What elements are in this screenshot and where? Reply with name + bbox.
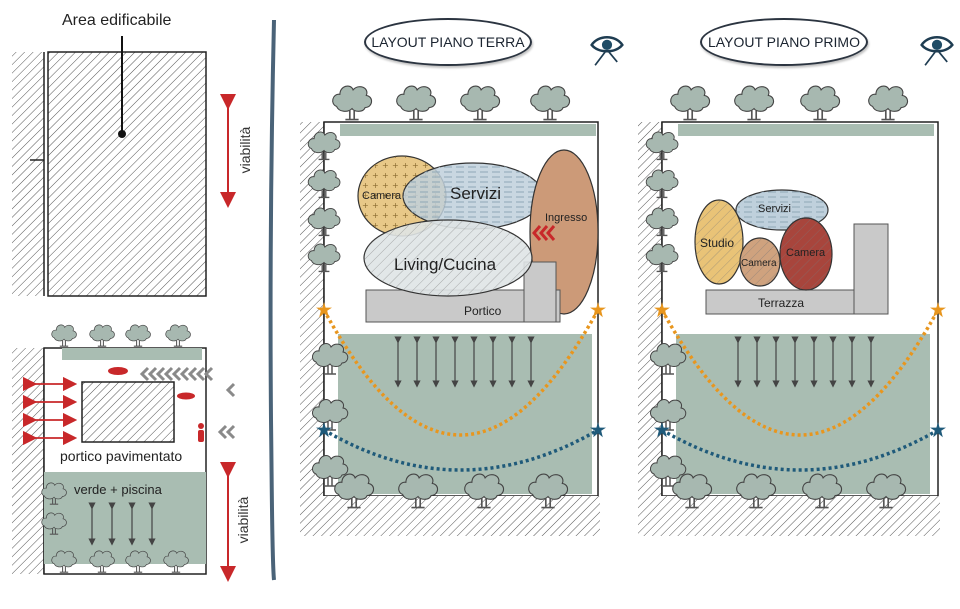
ground-floor-panel [300,35,624,536]
chevron-left-icon [139,366,236,440]
lateral-arrows [22,376,78,446]
terrace-block [705,289,863,315]
garden-area [338,334,592,494]
double-arrow-icon [394,336,535,388]
room-label-servizi-2: Servizi [758,203,792,215]
neighbor-hatch [12,52,44,296]
room-label-ingresso: Ingresso [545,212,588,224]
room-label-terrazza: Terrazza [758,296,805,310]
sun-path-winter [323,428,599,472]
eye-icon [590,35,624,67]
pointer-dot [118,130,126,138]
portico-label: portico pavimentato [60,448,183,464]
room-label-servizi: Servizi [450,184,502,203]
road-label-top: viabilità [237,126,253,174]
room-label-camera-3: Camera [786,247,826,259]
concept-panel [12,324,236,582]
room-label-camera: Camera [362,190,402,202]
car-icon [177,392,195,400]
person-icon [198,423,204,442]
ground-floor-title: LAYOUT PIANO TERRA [364,18,532,66]
double-arrow-icon [88,502,156,546]
garden-area-2 [676,334,930,494]
sun-path-summer-2 [660,309,940,437]
buildable-area-label: Area edificabile [62,12,172,29]
room-label-studio: Studio [700,236,735,250]
divider-line [268,19,276,581]
sun-path-summer [322,309,600,437]
eye-icon [920,35,954,67]
sun-path-winter-2 [661,428,939,472]
room-label-portico: Portico [464,304,502,318]
garden-pool-area [44,472,206,564]
garden-label: verde + piscina [74,482,162,497]
first-floor-panel [638,35,954,536]
buildable-area [47,51,207,297]
double-arrow-icon [734,336,875,388]
entry-chevrons [532,225,556,241]
first-floor-title: LAYOUT PIANO PRIMO [700,18,868,66]
site-panel [12,36,236,297]
car-icon [108,367,128,375]
room-label-living: Living/Cucina [394,255,497,274]
room-label-camera-2: Camera [741,258,777,269]
building-footprint [81,381,175,443]
road-label-bottom: viabilità [235,496,251,544]
